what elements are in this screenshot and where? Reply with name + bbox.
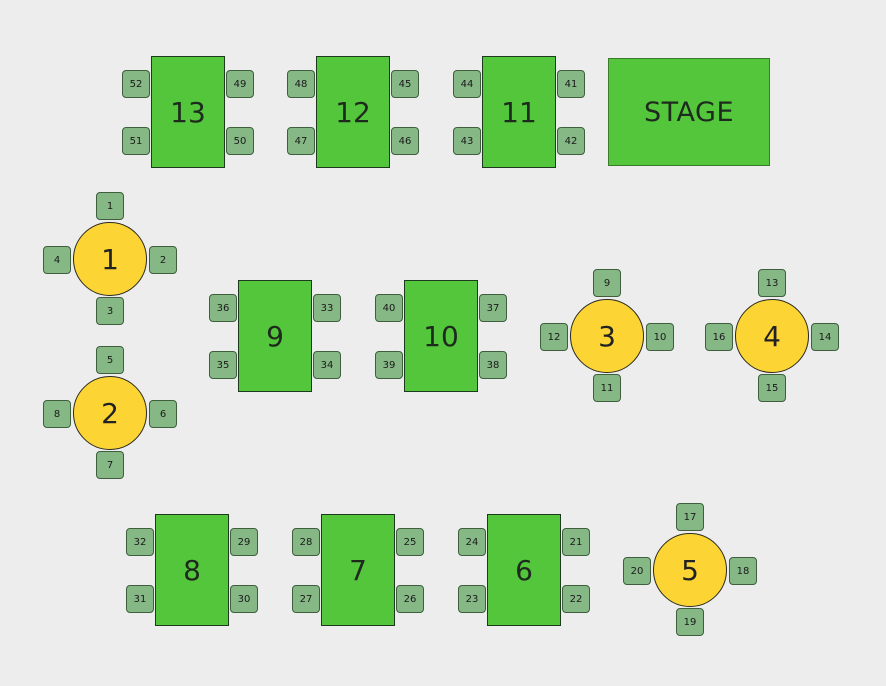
seat-14[interactable]: 14 [811, 323, 839, 351]
table-5[interactable]: 5 [653, 533, 727, 607]
seat-37[interactable]: 37 [479, 294, 507, 322]
table-10[interactable]: 10 [404, 280, 478, 392]
seat-13[interactable]: 13 [758, 269, 786, 297]
table-11[interactable]: 11 [482, 56, 556, 168]
seat-7[interactable]: 7 [96, 451, 124, 479]
seat-19[interactable]: 19 [676, 608, 704, 636]
seat-29[interactable]: 29 [230, 528, 258, 556]
table-9[interactable]: 9 [238, 280, 312, 392]
seat-11[interactable]: 11 [593, 374, 621, 402]
seat-10[interactable]: 10 [646, 323, 674, 351]
seat-40[interactable]: 40 [375, 294, 403, 322]
table-4[interactable]: 4 [735, 299, 809, 373]
seat-49[interactable]: 49 [226, 70, 254, 98]
seat-3[interactable]: 3 [96, 297, 124, 325]
seat-28[interactable]: 28 [292, 528, 320, 556]
seat-5[interactable]: 5 [96, 346, 124, 374]
seat-45[interactable]: 45 [391, 70, 419, 98]
seat-25[interactable]: 25 [396, 528, 424, 556]
seat-50[interactable]: 50 [226, 127, 254, 155]
seat-52[interactable]: 52 [122, 70, 150, 98]
seat-38[interactable]: 38 [479, 351, 507, 379]
seat-4[interactable]: 4 [43, 246, 71, 274]
seat-22[interactable]: 22 [562, 585, 590, 613]
seat-17[interactable]: 17 [676, 503, 704, 531]
seat-41[interactable]: 41 [557, 70, 585, 98]
seat-34[interactable]: 34 [313, 351, 341, 379]
seat-23[interactable]: 23 [458, 585, 486, 613]
seat-12[interactable]: 12 [540, 323, 568, 351]
seat-8[interactable]: 8 [43, 400, 71, 428]
table-1[interactable]: 1 [73, 222, 147, 296]
seat-48[interactable]: 48 [287, 70, 315, 98]
seat-36[interactable]: 36 [209, 294, 237, 322]
seat-35[interactable]: 35 [209, 351, 237, 379]
seat-33[interactable]: 33 [313, 294, 341, 322]
seat-15[interactable]: 15 [758, 374, 786, 402]
seat-26[interactable]: 26 [396, 585, 424, 613]
seat-1[interactable]: 1 [96, 192, 124, 220]
seat-44[interactable]: 44 [453, 70, 481, 98]
seat-30[interactable]: 30 [230, 585, 258, 613]
seat-51[interactable]: 51 [122, 127, 150, 155]
seat-32[interactable]: 32 [126, 528, 154, 556]
seat-20[interactable]: 20 [623, 557, 651, 585]
table-3[interactable]: 3 [570, 299, 644, 373]
seat-42[interactable]: 42 [557, 127, 585, 155]
seat-46[interactable]: 46 [391, 127, 419, 155]
table-2[interactable]: 2 [73, 376, 147, 450]
seat-21[interactable]: 21 [562, 528, 590, 556]
seat-16[interactable]: 16 [705, 323, 733, 351]
seat-24[interactable]: 24 [458, 528, 486, 556]
table-7[interactable]: 7 [321, 514, 395, 626]
seat-39[interactable]: 39 [375, 351, 403, 379]
table-6[interactable]: 6 [487, 514, 561, 626]
seat-27[interactable]: 27 [292, 585, 320, 613]
seat-2[interactable]: 2 [149, 246, 177, 274]
table-8[interactable]: 8 [155, 514, 229, 626]
seat-9[interactable]: 9 [593, 269, 621, 297]
seat-31[interactable]: 31 [126, 585, 154, 613]
table-12[interactable]: 12 [316, 56, 390, 168]
seat-18[interactable]: 18 [729, 557, 757, 585]
seat-6[interactable]: 6 [149, 400, 177, 428]
table-13[interactable]: 13 [151, 56, 225, 168]
stage: STAGE [608, 58, 770, 166]
seat-47[interactable]: 47 [287, 127, 315, 155]
seat-43[interactable]: 43 [453, 127, 481, 155]
